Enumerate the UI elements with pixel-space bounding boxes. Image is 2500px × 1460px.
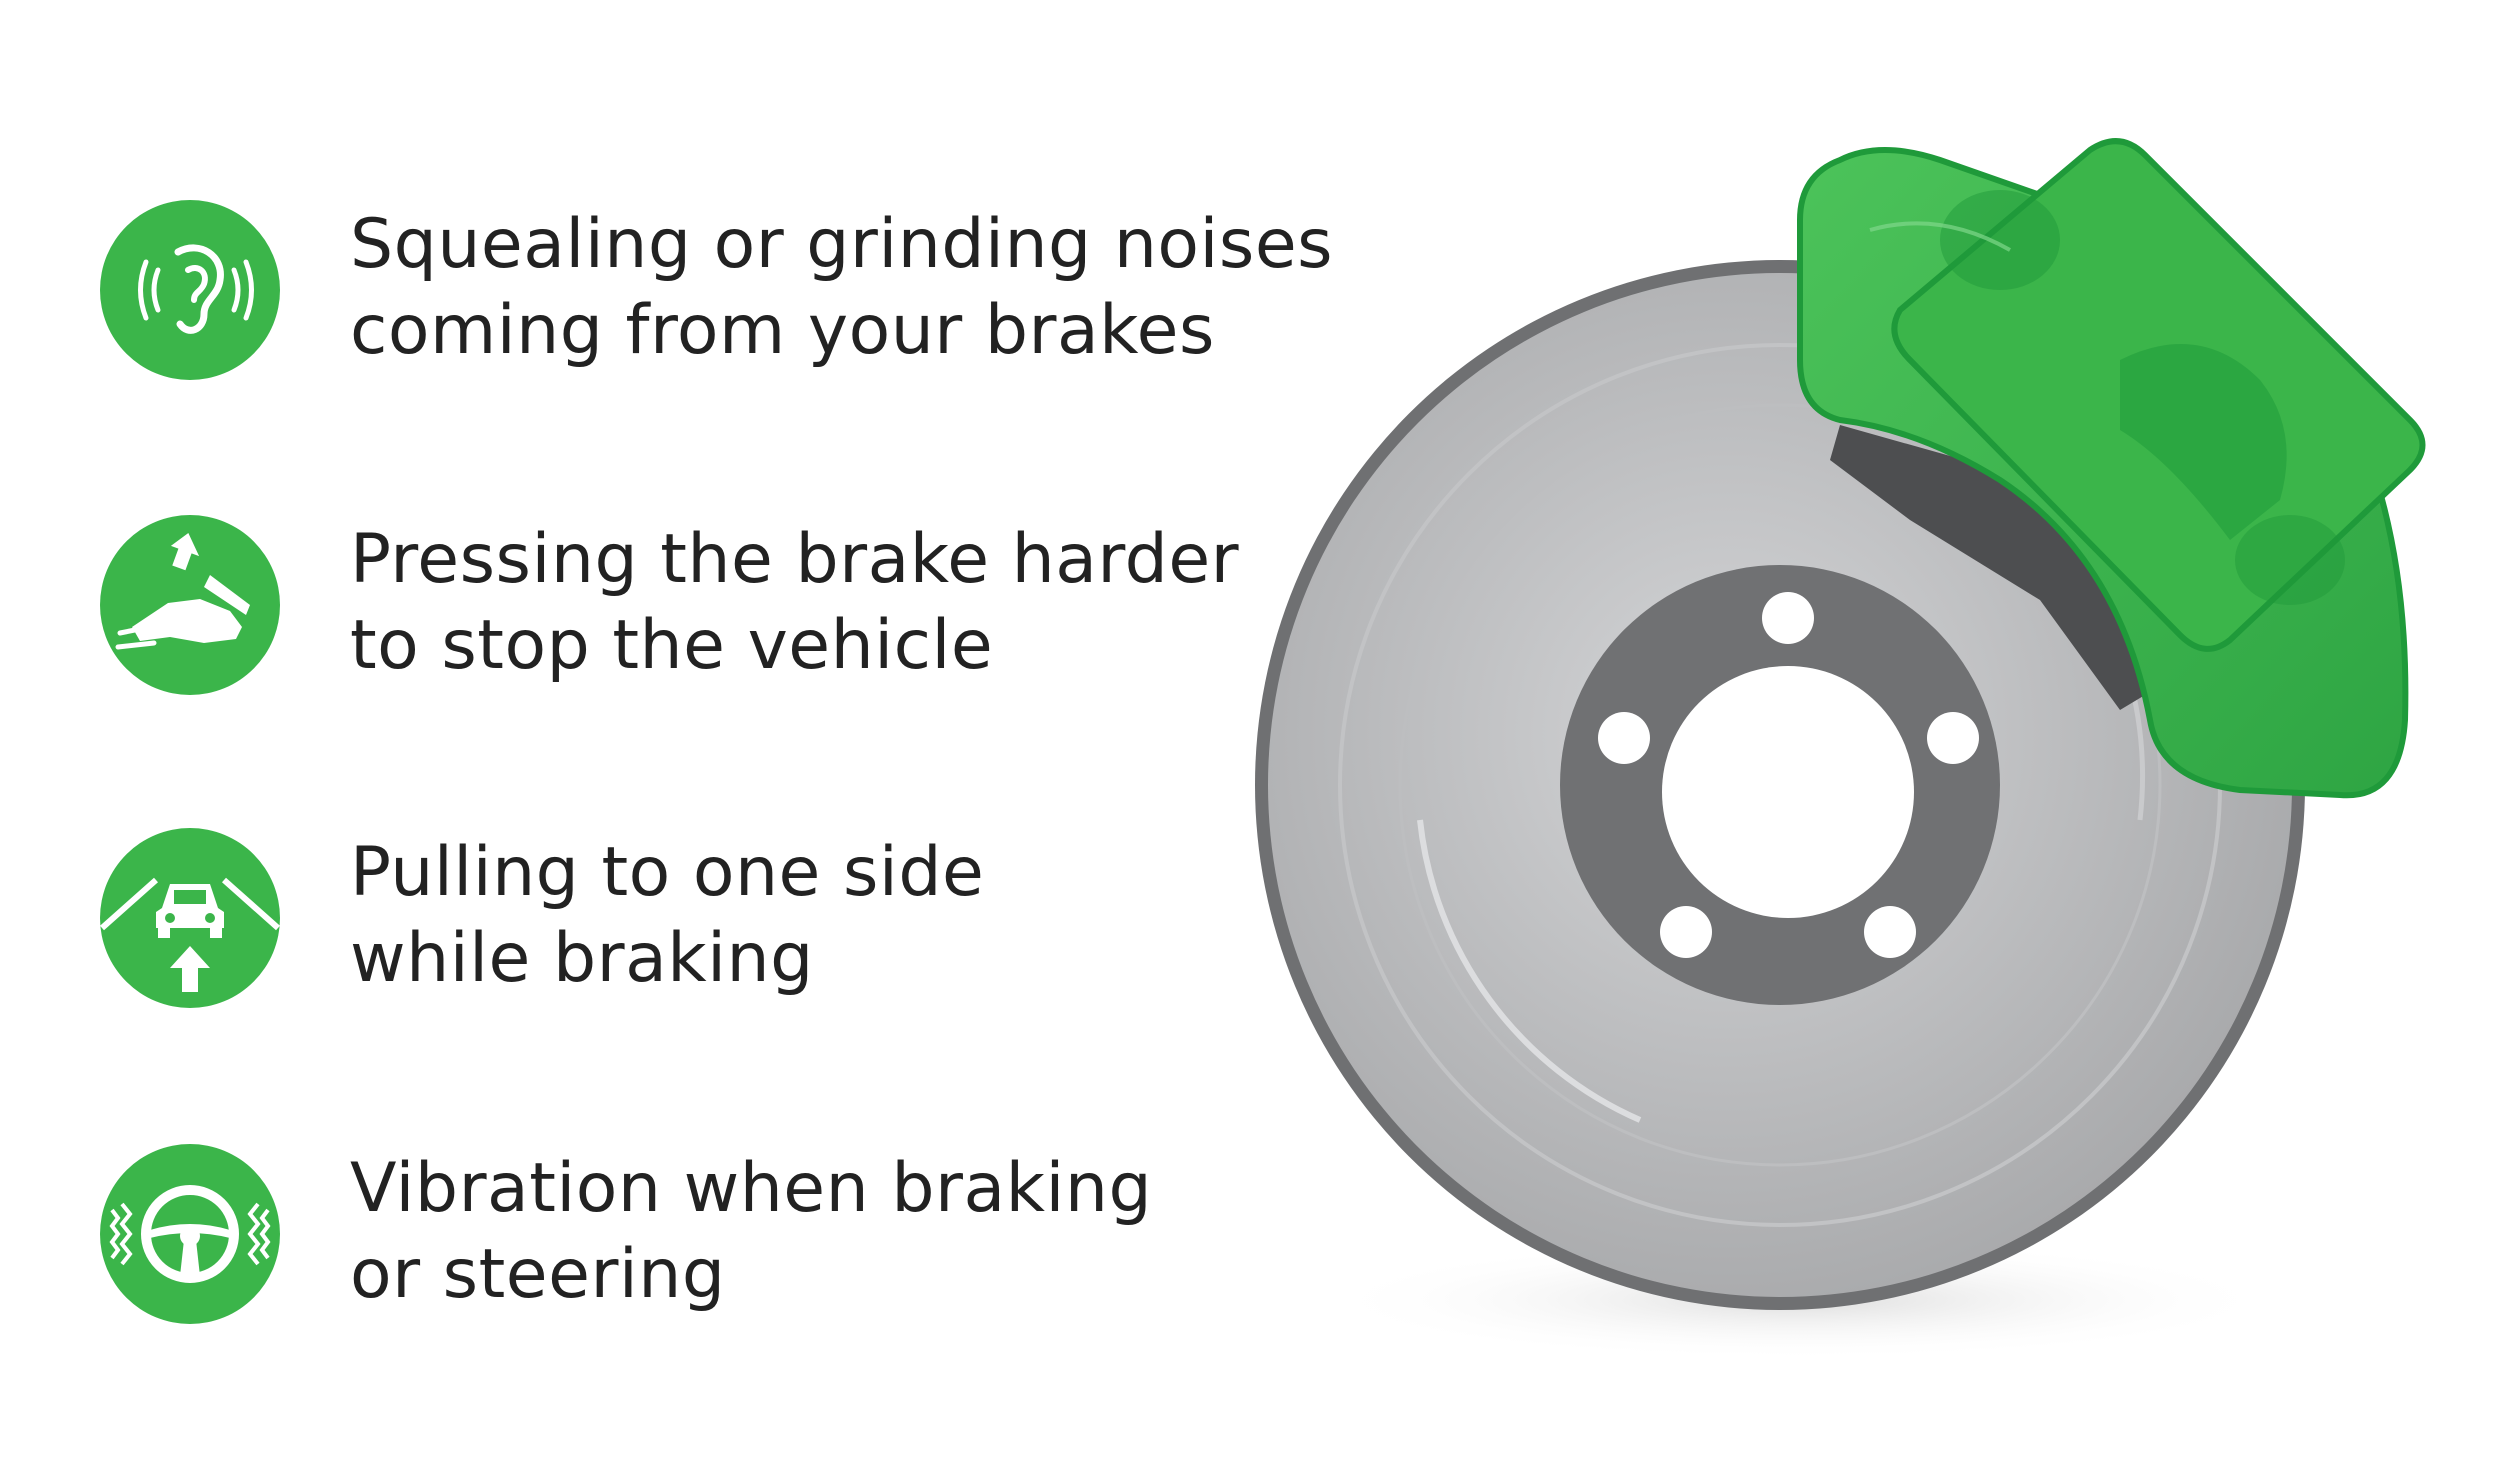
symptom-list: Squealing or grinding noises coming from… <box>100 200 1333 1324</box>
symptom-item-pedal: Pressing the brake harder to stop the ve… <box>100 515 1300 695</box>
symptom-line-1: Squealing or grinding noises <box>350 205 1334 284</box>
symptom-item-vibration: Vibration when braking or steering <box>100 1144 1300 1324</box>
vibrating-steering-wheel-icon <box>100 1144 280 1324</box>
symptom-line-1: Vibration when braking <box>350 1149 1153 1228</box>
symptom-item-noise: Squealing or grinding noises coming from… <box>100 200 1333 380</box>
symptom-line-2: or steering <box>350 1235 726 1314</box>
brake-rotor-caliper-illustration <box>1240 120 2500 1460</box>
symptom-item-pulling: Pulling to one side while braking <box>100 828 1300 1008</box>
symptom-line-2: while braking <box>350 919 814 998</box>
symptom-text: Pulling to one side while braking <box>350 830 984 1002</box>
car-pulling-side-icon <box>100 828 280 1008</box>
brake-caliper <box>1797 138 2426 799</box>
symptom-line-1: Pressing the brake harder <box>350 520 1240 599</box>
symptom-text: Vibration when braking or steering <box>350 1146 1152 1318</box>
symptom-line-2: coming from your brakes <box>350 291 1215 370</box>
rotor-hub <box>1560 565 2000 1005</box>
brake-pad <box>1830 425 2170 710</box>
symptom-text: Squealing or grinding noises coming from… <box>350 202 1333 374</box>
foot-pressing-pedal-icon <box>100 515 280 695</box>
symptom-text: Pressing the brake harder to stop the ve… <box>350 517 1239 689</box>
ear-sound-icon <box>100 200 280 380</box>
symptom-line-2: to stop the vehicle <box>350 606 994 685</box>
symptom-line-1: Pulling to one side <box>350 833 985 912</box>
